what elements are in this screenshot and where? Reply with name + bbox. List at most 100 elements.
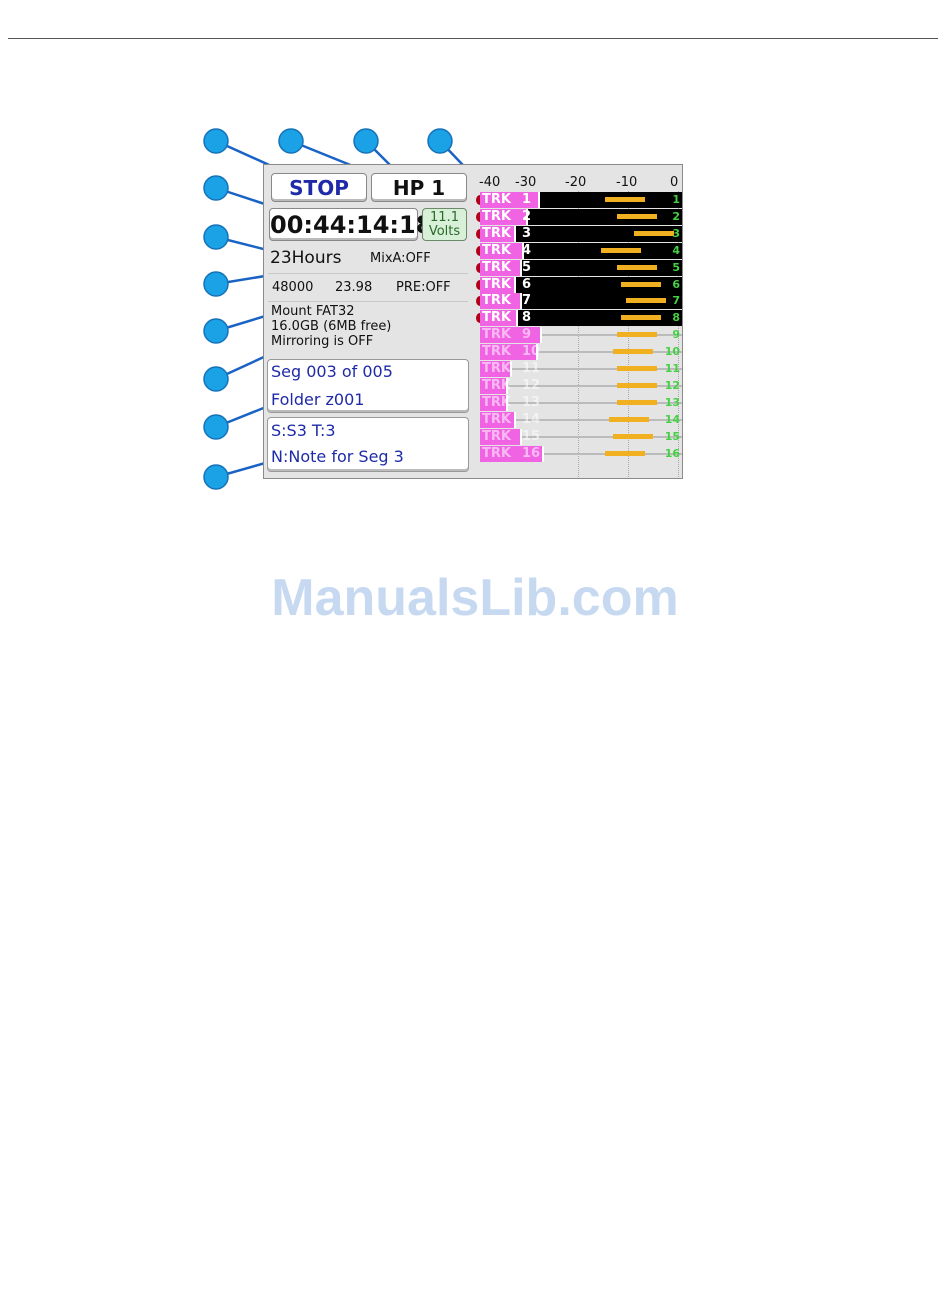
track-number: 7 <box>522 293 532 309</box>
peak-level-bar <box>605 197 645 202</box>
meter-cursor <box>522 242 524 259</box>
track-number: 15 <box>522 428 541 444</box>
meter-background <box>528 208 682 225</box>
track-number: 2 <box>522 208 532 224</box>
meter-cursor <box>506 377 508 394</box>
track-bar <box>480 276 514 293</box>
meter-scale-label: 0 <box>670 175 679 190</box>
channel-number: 1 <box>672 193 680 206</box>
channel-number: 10 <box>664 345 680 359</box>
peak-level-bar <box>617 264 657 270</box>
peak-level-bar <box>621 281 661 287</box>
battery-voltage-unit: Volts <box>428 224 461 239</box>
frame-rate: 23.98 <box>335 280 373 295</box>
peak-level-bar <box>613 349 653 355</box>
meter-scale-label: -20 <box>565 175 587 190</box>
segment-folder-button[interactable]: Seg 003 of 005 Folder z001 <box>267 359 469 413</box>
channel-number: 14 <box>664 412 680 426</box>
channel-number: 15 <box>664 429 680 443</box>
recorder-home-screen: STOP HP 1 00:44:14:18 11.1 Volts 23Hours… <box>263 164 683 479</box>
channel-number: 5 <box>672 260 680 274</box>
pre-roll-status: PRE:OFF <box>396 280 451 295</box>
channel-number: 8 <box>672 311 680 325</box>
meter-background <box>516 225 682 242</box>
meter-cursor <box>542 445 544 462</box>
page-rule <box>8 38 938 39</box>
meter-cursor <box>514 225 516 242</box>
divider <box>268 273 468 274</box>
channel-number: 13 <box>664 395 680 409</box>
peak-level-bar <box>617 382 657 388</box>
track-meter-row[interactable]: TRK 1 1 <box>476 192 682 208</box>
callout-circle-1 <box>203 128 229 154</box>
track-label: TRK <box>482 225 511 241</box>
callout-circle-9 <box>203 366 229 392</box>
track-label: TRK <box>482 428 511 444</box>
channel-number: 9 <box>672 328 680 342</box>
transport-status-button[interactable]: STOP <box>271 173 367 202</box>
headphone-source-button[interactable]: HP 1 <box>371 173 467 202</box>
media-info: Mount FAT32 16.0GB (6MB free) Mirroring … <box>271 304 391 349</box>
peak-level-bar <box>617 366 657 371</box>
meter-background <box>516 418 682 421</box>
track-number: 4 <box>522 242 532 258</box>
meter-cursor <box>506 394 508 411</box>
callout-circle-10 <box>203 414 229 440</box>
track-bar <box>480 192 538 208</box>
track-label: TRK <box>482 192 511 207</box>
meter-cursor <box>516 310 518 327</box>
callout-circle-3 <box>353 128 379 154</box>
scene-take: S:S3 T:3 <box>271 421 336 440</box>
media-mount: Mount FAT32 <box>271 304 355 319</box>
timecode-display[interactable]: 00:44:14:18 <box>269 208 432 241</box>
track-bar <box>480 293 520 310</box>
meter-cursor <box>536 344 538 361</box>
media-capacity: 16.0GB (6MB free) <box>271 319 392 334</box>
track-label: TRK <box>482 327 511 343</box>
track-bar <box>480 310 516 327</box>
channel-number: 2 <box>672 209 680 223</box>
meter-cursor <box>510 361 512 377</box>
divider <box>268 301 468 302</box>
callout-circle-8 <box>203 318 229 344</box>
callout-circles <box>203 128 453 490</box>
track-label: TRK <box>482 377 511 393</box>
track-bar <box>480 394 506 411</box>
meter-background <box>522 259 682 276</box>
meter-background <box>508 401 682 404</box>
track-meter-row[interactable]: TRK 15 15 <box>476 428 682 445</box>
track-number: 3 <box>522 225 532 241</box>
meter-background <box>522 435 682 438</box>
meter-scale-label: -30 <box>515 175 537 190</box>
media-mirroring: Mirroring is OFF <box>271 334 374 349</box>
track-number: 12 <box>522 377 541 393</box>
scene-take-button[interactable]: S:S3 T:3 N:Note for Seg 3 <box>267 417 469 472</box>
channel-number: 6 <box>672 277 680 291</box>
track-number: 13 <box>522 394 541 410</box>
peak-level-bar <box>621 315 661 321</box>
meter-scale-label: -10 <box>616 175 638 190</box>
track-label: TRK <box>482 445 511 461</box>
meter-background <box>518 310 682 327</box>
battery-voltage-value: 11.1 <box>430 210 459 225</box>
meter-background <box>538 351 682 354</box>
track-number: 1 <box>522 192 532 207</box>
track-bar <box>480 259 520 276</box>
sample-rate: 48000 <box>272 280 314 295</box>
meter-background <box>542 334 682 337</box>
